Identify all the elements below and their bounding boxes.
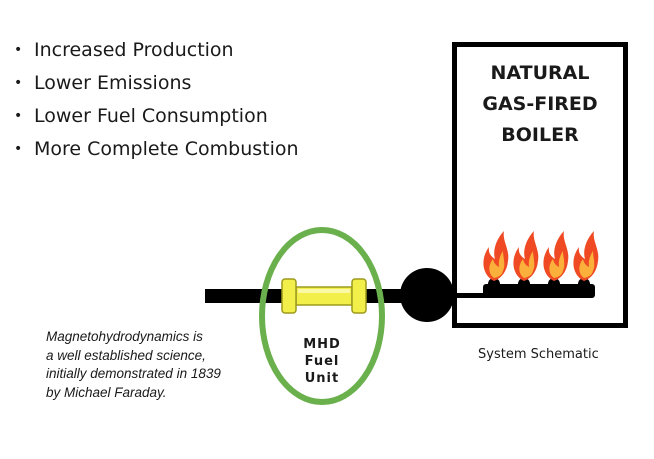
mhd-fuel-unit [281, 278, 367, 314]
bullet-icon: • [14, 75, 23, 91]
benefits-list: •Increased Production •Lower Emissions •… [14, 34, 299, 166]
history-note: Magnetohydrodynamics is a well establish… [46, 329, 221, 400]
benefit-item: •Lower Emissions [14, 67, 299, 100]
bullet-icon: • [14, 42, 23, 58]
benefit-item: •More Complete Combustion [14, 133, 299, 166]
highlight-ring [259, 227, 385, 405]
valve-icon [400, 268, 454, 322]
benefit-item: •Lower Fuel Consumption [14, 100, 299, 133]
mhd-unit-label: MHD Fuel Unit [303, 337, 341, 386]
bullet-icon: • [14, 108, 23, 124]
bullet-icon: • [14, 141, 23, 157]
schematic-caption: System Schematic [478, 347, 599, 362]
boiler-title: NATURAL GAS-FIRED BOILER [482, 62, 598, 146]
benefit-item: •Increased Production [14, 34, 299, 67]
